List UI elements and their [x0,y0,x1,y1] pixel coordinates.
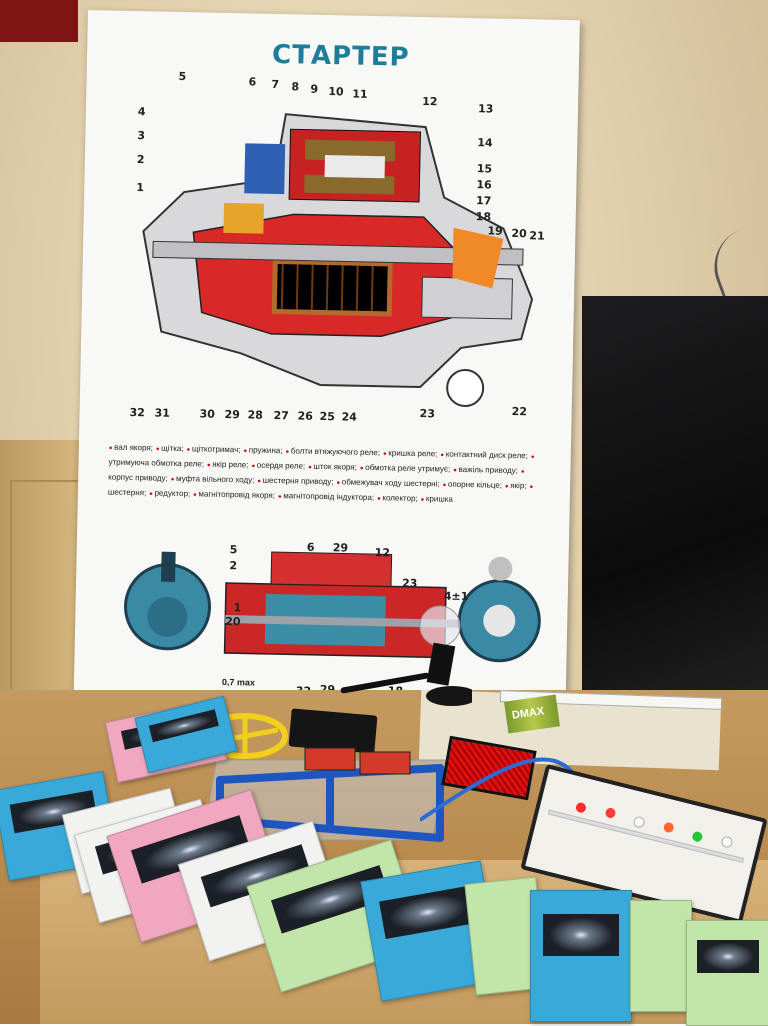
breadboard-leds [547,802,745,863]
part-number: 30 [199,407,216,421]
legend-item: обмежувач ходу шестерні; [336,477,439,488]
breadboard [520,764,768,924]
small-part-number: 1 [233,601,242,615]
legend-item: магнітопровід якоря; [193,489,275,500]
part-number: 19 [487,224,503,238]
part-number: 8 [291,80,300,94]
part-number: 31 [154,406,171,420]
monitor [582,296,768,716]
small-part-number: 12 [374,546,391,560]
part-number: 5 [178,69,187,84]
part-number: 15 [476,162,493,176]
booklet-image [543,914,619,956]
part-number: 27 [273,408,289,423]
small-part-number: 29 [332,541,349,555]
legend-item: якір; [505,481,527,490]
booklet-green [630,900,692,1012]
part-number: 12 [422,95,438,109]
part-number: 2 [136,153,145,167]
dimension-label: 0,7 max [221,676,256,688]
legend-item: колектор; [377,493,418,503]
legend-item: кришка реле; [383,448,438,458]
legend-item: осердя реле; [251,461,305,471]
small-part-number: 5 [229,543,238,557]
part-number: 20 [511,226,527,241]
legend-item: шестерня приводу; [257,476,333,487]
part-number: 18 [475,210,492,224]
part-number: 32 [129,405,146,420]
part-number: 1 [136,181,145,195]
battery-label: DMAX [511,705,545,722]
legend-item: муфта вільного ходу; [171,474,255,485]
light-bulb [419,605,472,706]
booklet-image [148,709,220,743]
starter-small-drawing [124,551,541,663]
part-number: 24 [341,410,357,424]
legend-item: магнітопровід індуктора; [278,491,374,502]
starter-poster: СТАРТЕР 5 6 7 8 9 10 11 12 13 4 3 2 1 14… [73,10,580,721]
parts-legend: вал якоря;щітка;щіткотримач;пружина;болт… [108,441,549,510]
part-number: 23 [419,407,436,421]
part-number: 7 [271,77,280,92]
part-number: 28 [247,408,264,422]
booklet-image [696,939,760,973]
legend-item: кришка [421,494,453,504]
part-number: 3 [137,129,146,143]
legend-item: шток якоря; [308,462,357,472]
legend-item: вал якоря; [109,443,153,453]
part-number: 22 [511,404,528,419]
part-number: 10 [328,85,344,99]
legend-item: редуктор; [149,488,190,498]
part-number: 9 [310,82,319,96]
part-number: 21 [529,229,545,243]
legend-item: болти втяжуючого реле; [285,446,380,457]
booklet-green [686,920,768,1026]
part-number: 17 [475,194,492,208]
legend-item: контактний диск реле; [440,449,528,460]
legend-item: щіткотримач; [187,444,241,454]
red-frame [0,0,78,42]
legend-item: важіль приводу; [453,465,518,475]
small-part-number: 20 [225,615,241,629]
legend-item: якір реле; [207,460,249,470]
part-number: 29 [224,407,241,422]
legend-item: щітка; [156,444,184,454]
legend-item: обмотка реле утримує; [360,463,451,474]
booklet-image [379,885,476,939]
part-number: 25 [319,409,335,424]
part-number: 26 [297,409,313,423]
small-part-number: 2 [229,559,238,573]
legend-item: опорне кільце; [443,480,503,490]
part-number: 4 [137,105,146,119]
legend-item: пружина; [243,445,282,455]
small-part-number: 6 [306,540,315,554]
starter-cutaway-drawing [142,113,534,407]
part-number: 11 [352,87,368,101]
small-part-number: 23 [401,576,418,591]
part-number: 13 [477,102,494,116]
booklet-blue [530,890,632,1022]
part-number: 14 [477,136,493,150]
part-number: 16 [476,178,492,192]
part-number: 6 [248,75,257,89]
poster-title: СТАРТЕР [271,39,410,73]
